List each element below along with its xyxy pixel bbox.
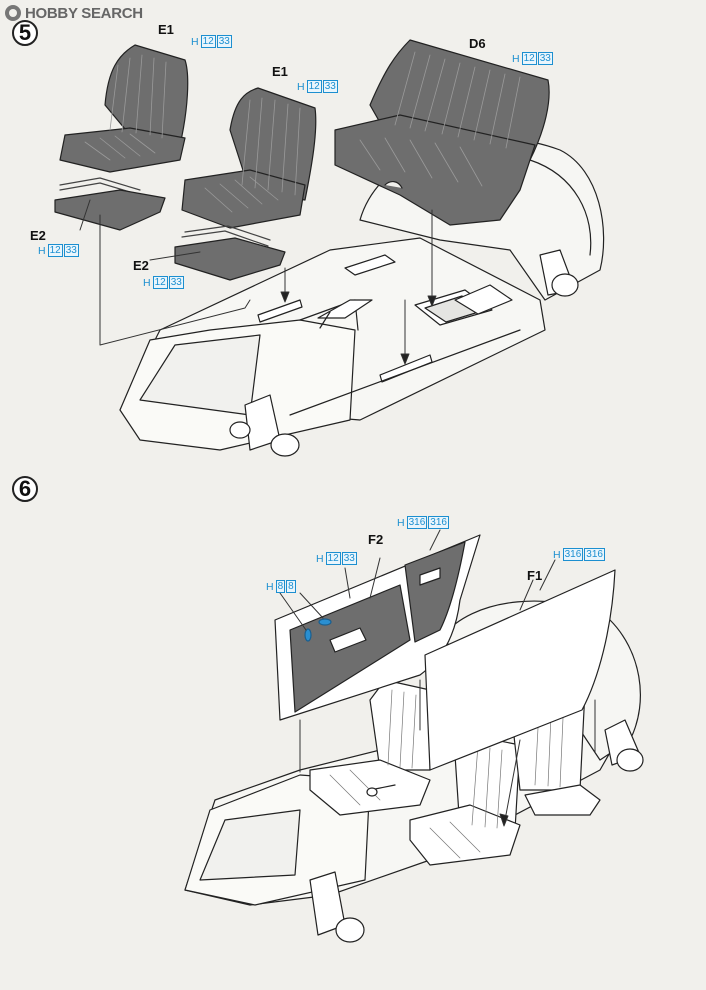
label-d6: D6 — [469, 36, 486, 51]
front-wheel-5 — [229, 394, 300, 457]
label-e2-left: E2 — [30, 228, 46, 243]
label-e1-left: E1 — [158, 22, 174, 37]
rear-wheel-6 — [604, 719, 644, 772]
frame-e2-mid — [174, 225, 286, 281]
hobby-search-logo-icon — [5, 5, 21, 21]
frame-e2-left — [54, 177, 166, 231]
front-wheel-6 — [309, 871, 365, 943]
bench-seat-d6 — [334, 39, 550, 226]
step6-guide-lines — [279, 529, 596, 827]
watermark-text: HOBBY SEARCH — [25, 4, 143, 22]
watermark: HOBBY SEARCH — [4, 3, 143, 23]
label-f2: F2 — [368, 532, 384, 547]
side-panel-f1 — [424, 569, 616, 771]
step-6-badge: 6 — [12, 476, 38, 502]
rear-wheel-5 — [539, 249, 579, 297]
step-5-badge: 5 — [12, 20, 38, 46]
seat-e1-left — [59, 44, 189, 173]
label-e2-mid: E2 — [133, 258, 149, 273]
step5-guide-lines — [79, 199, 437, 365]
label-e1-mid: E1 — [272, 64, 288, 79]
seat-e1-mid — [181, 87, 317, 229]
door-card-f2 — [274, 534, 481, 721]
label-f1: F1 — [527, 568, 543, 583]
